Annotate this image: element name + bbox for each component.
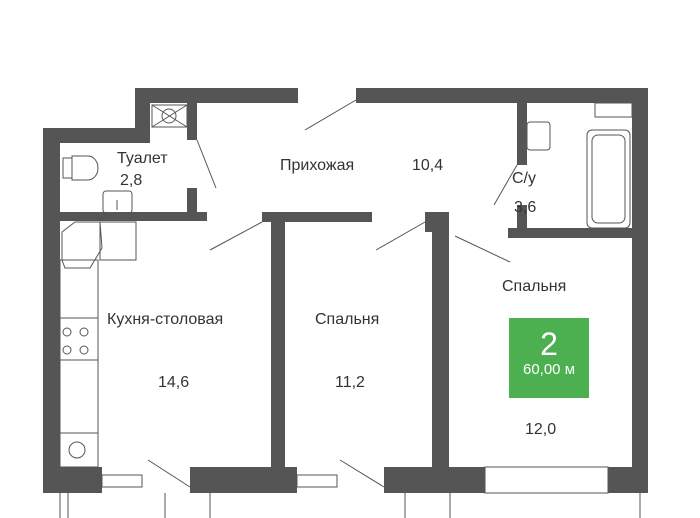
- kitchen-sink-icon: [61, 221, 137, 269]
- ventilation-icon: [151, 104, 188, 128]
- toilet-icon: [62, 155, 99, 181]
- stove-icon: [59, 317, 99, 361]
- room-area-kitchen: 14,6: [158, 374, 190, 391]
- apartment-badge: 2 60,00 м: [509, 318, 589, 398]
- room-area-toilet: 2,8: [120, 172, 143, 189]
- room-area-bathroom: 3,6: [514, 199, 537, 216]
- room-area-bedroom-1: 11,2: [335, 374, 365, 391]
- room-name-hallway: Прихожая: [280, 157, 355, 174]
- sink-icon: [102, 190, 133, 214]
- bathtub-icon: [586, 129, 631, 229]
- room-name-toilet: Туалет: [117, 150, 168, 167]
- room-name-bedroom-2: Спальня: [502, 278, 567, 295]
- shelf: [594, 102, 633, 118]
- room-area-bedroom-2: 12,0: [525, 421, 557, 438]
- room-name-bedroom-1: Спальня: [315, 311, 380, 328]
- window-sill: [296, 474, 338, 488]
- total-area: 60,00 м: [522, 361, 576, 378]
- window-sill: [101, 474, 143, 488]
- window: [484, 466, 609, 494]
- room-name-bathroom: С/у: [512, 170, 536, 187]
- walls: [43, 88, 648, 493]
- washbasin-icon: [526, 121, 551, 151]
- room-area-hallway: 10,4: [412, 157, 444, 174]
- room-name-kitchen: Кухня-столовая: [107, 311, 224, 328]
- room-count: 2: [540, 326, 558, 362]
- washing-machine-icon: [59, 432, 99, 468]
